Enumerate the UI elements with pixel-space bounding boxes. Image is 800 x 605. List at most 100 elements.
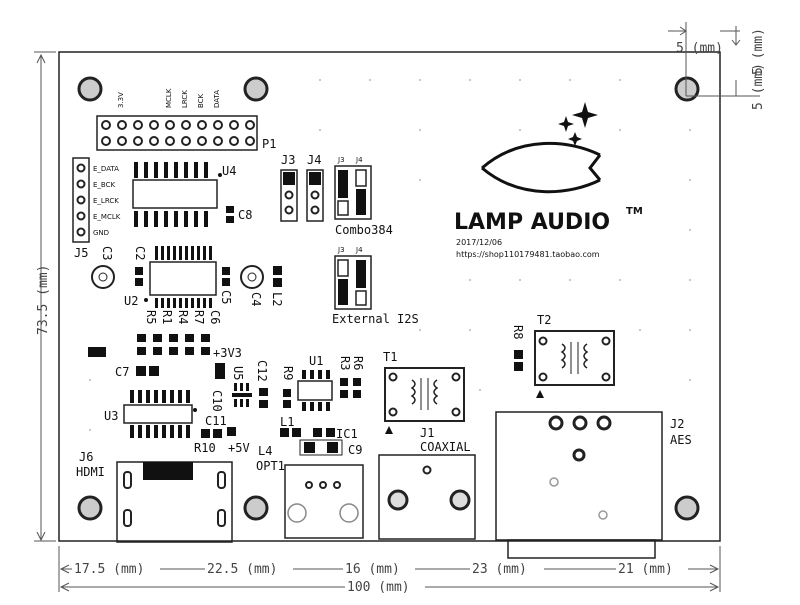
sparkle-icon [558,102,598,146]
label-j6: J6 [79,450,93,464]
chip-u2 [144,246,217,308]
label-r6: R6 [351,356,365,370]
j5-pin-gnd: GND [93,229,109,237]
label-u3: U3 [104,409,118,423]
label-u1: U1 [309,354,323,368]
cap-c3 [91,265,115,289]
label-t2: T2 [537,313,551,327]
label-r5: R5 [144,310,158,324]
header-j5 [72,157,90,243]
brand-name: LAMP AUDIO [454,210,610,235]
dim-seg-1: 17.5 (mm) [74,562,144,577]
label-c2: C2 [133,246,147,260]
jumper-external-i2s [334,255,372,310]
j5-pin-e-mclk: E_MCLK [93,213,121,221]
label-c7: C7 [115,365,129,379]
label-aes: AES [670,433,692,447]
label-r3: R3 [338,356,352,370]
label-u5: U5 [231,366,245,380]
label-j4-small: J4 [355,156,363,164]
hdmi-connector [116,461,233,543]
label-j4: J4 [307,153,321,167]
transformer-t2 [534,330,615,398]
label-u2: U2 [124,294,138,308]
label-r8: R8 [511,325,525,339]
pin-label-3v3: 3.3V [117,92,125,108]
mounting-hole-tr [674,76,700,102]
led-marker [88,347,106,357]
pin-label-lrck: LRCK [181,90,189,108]
dim-corner-side: 5 (mm) [751,28,766,75]
mounting-hole-t2 [243,76,269,102]
j5-pin-e-data: E_DATA [93,165,119,173]
inductor-l2 [273,266,282,287]
label-p1: P1 [262,137,276,151]
resistor-r9 [283,389,291,408]
label-r10: R10 [194,441,216,455]
mounting-hole-tl [77,76,103,102]
aes-connector [495,411,663,559]
label-l2: L2 [270,292,284,306]
brand-date: 2017/12/06 [456,238,502,247]
label-c10: C10 [210,390,224,412]
j5-pin-e-bck: E_BCK [93,181,115,189]
label-c9: C9 [348,443,362,457]
dim-seg-4: 23 (mm) [472,562,527,577]
label-combo384: Combo384 [335,223,393,237]
label-c4: C4 [249,292,263,306]
brand-url: https://shop110179481.taobao.com [456,250,600,259]
cap-c4 [240,265,264,289]
resistor-r8 [514,350,523,371]
chip-u1 [297,370,333,411]
label-ic1: IC1 [336,427,358,441]
label-r4: R4 [176,310,190,324]
label-j4-small-2: J4 [355,246,363,254]
dim-seg-5: 21 (mm) [618,562,673,577]
label-j3-small: J3 [337,156,345,164]
chip-u3 [123,390,197,438]
cap-c8 [226,206,234,223]
label-l1: L1 [280,415,294,429]
cap-c7 [136,366,159,376]
brand-tm: TM [626,206,643,217]
dim-corner-top: 5 (mm) [676,41,723,56]
jumper-combo384 [334,165,372,220]
dim-seg-3: 16 (mm) [345,562,400,577]
fish-logo-icon [481,141,602,194]
cap-c2 [135,267,143,286]
board-outline [58,51,721,542]
ic1 [313,428,335,437]
pin-label-data: DATA [213,90,221,108]
header-p1 [96,115,258,151]
label-r9: R9 [281,366,295,380]
label-opt1: OPT1 [256,459,285,473]
label-l4: L4 [258,444,272,458]
transformer-t1 [384,367,465,434]
resistor-r3-r6 [340,378,361,398]
label-j3-small-2: J3 [337,246,345,254]
dim-height: 73.5 (mm) [36,265,51,335]
label-c6: C6 [208,310,222,324]
pin-label-mclk: MCLK [165,88,173,108]
inductor-l1 [280,428,301,437]
regulator-u5 [215,363,268,408]
dim-total: 100 (mm) [347,580,410,595]
label-j1: J1 [420,426,434,440]
mounting-hole-bl [77,495,103,521]
pin-label-bck: BCK [197,93,205,108]
grid-dots [89,79,691,431]
label-j3: J3 [281,153,295,167]
label-c3: C3 [100,246,114,260]
label-j5: J5 [74,246,88,260]
label-t1: T1 [383,350,397,364]
label-c5: C5 [219,290,233,304]
chip-u4 [132,162,222,227]
label-coaxial: COAXIAL [420,440,471,454]
cap-c9 [299,439,343,456]
resistor-array [137,334,210,355]
label-5v: +5V [228,441,250,455]
mounting-hole-br [674,495,700,521]
cap-r10 [201,427,236,438]
optical-connector [284,464,364,539]
